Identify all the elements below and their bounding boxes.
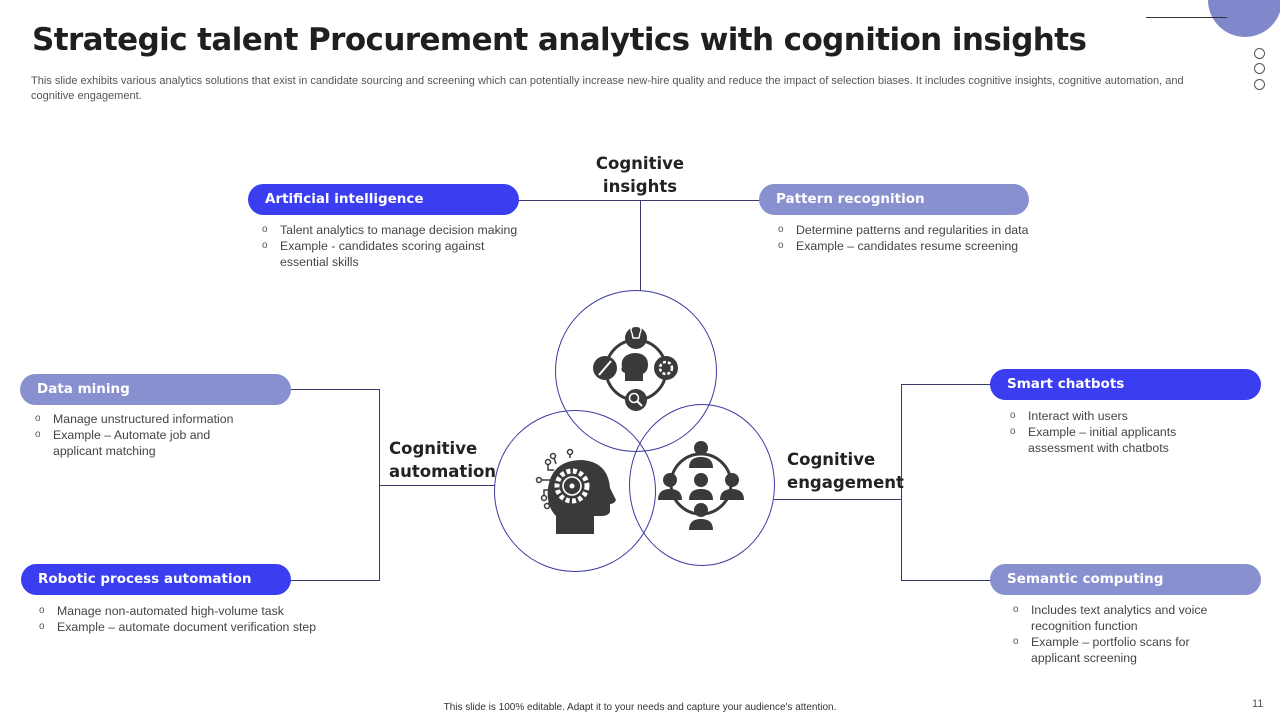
decorative-dot bbox=[1254, 63, 1265, 74]
pill-smart-chatbots[interactable]: Smart chatbots bbox=[990, 369, 1261, 400]
decorative-line bbox=[1146, 17, 1227, 18]
connector-line bbox=[640, 200, 641, 291]
brain-network-icon bbox=[593, 325, 678, 411]
bullet-item: Determine patterns and regularities in d… bbox=[778, 222, 1068, 238]
slide-subtitle: This slide exhibits various analytics so… bbox=[31, 75, 1184, 102]
decorative-dot bbox=[1254, 48, 1265, 59]
connector-line bbox=[901, 580, 993, 581]
category-label-insights: Cognitive insights bbox=[590, 152, 690, 198]
pill-semantic-computing[interactable]: Semantic computing bbox=[990, 564, 1261, 595]
bullets-pattern-recognition: Determine patterns and regularities in d… bbox=[778, 222, 1068, 254]
decorative-circle bbox=[1208, 0, 1280, 37]
bullets-semantic-computing: Includes text analytics and voice recogn… bbox=[1013, 602, 1233, 666]
category-label-line: Cognitive bbox=[595, 154, 685, 173]
slide-footer: This slide is 100% editable. Adapt it to… bbox=[443, 702, 837, 713]
bullet-item: Manage unstructured information bbox=[35, 411, 265, 427]
bullet-item: Example – initial applicants assessment … bbox=[1010, 424, 1203, 456]
pill-data-mining[interactable]: Data mining bbox=[20, 374, 291, 405]
decorative-dot bbox=[1254, 79, 1265, 90]
connector-line bbox=[290, 580, 380, 581]
category-label-automation: Cognitive automation bbox=[389, 437, 496, 483]
connector-line bbox=[901, 384, 902, 581]
slide-title: Strategic talent Procurement analytics w… bbox=[32, 22, 1087, 58]
bullets-artificial-intelligence: Talent analytics to manage decision maki… bbox=[262, 222, 542, 270]
category-label-line: engagement bbox=[787, 473, 904, 492]
connector-line bbox=[774, 499, 902, 500]
bullet-item: Example – automate document verification… bbox=[39, 619, 359, 635]
category-label-line: Cognitive bbox=[389, 439, 478, 458]
pill-robotic-process-automation[interactable]: Robotic process automation bbox=[21, 564, 291, 595]
bullet-item: Includes text analytics and voice recogn… bbox=[1013, 602, 1231, 634]
category-label-line: Cognitive bbox=[787, 450, 876, 469]
bullet-item: Example – Automate job and applicant mat… bbox=[35, 427, 233, 459]
category-label-line: insights bbox=[602, 177, 678, 196]
people-network-icon bbox=[658, 441, 744, 530]
bullet-item: Example – portfolio scans for applicant … bbox=[1013, 634, 1211, 666]
bullets-smart-chatbots: Interact with users Example – initial ap… bbox=[1010, 408, 1210, 456]
category-label-engagement: Cognitive engagement bbox=[787, 448, 904, 494]
connector-line bbox=[379, 485, 495, 486]
connector-line bbox=[901, 384, 993, 385]
category-label-line: automation bbox=[389, 462, 497, 481]
bullets-data-mining: Manage unstructured information Example … bbox=[35, 411, 265, 459]
pill-pattern-recognition[interactable]: Pattern recognition bbox=[759, 184, 1029, 215]
head-gear-circuit-icon bbox=[535, 448, 616, 534]
pill-artificial-intelligence[interactable]: Artificial intelligence bbox=[248, 184, 519, 215]
bullet-item: Manage non-automated high-volume task bbox=[39, 603, 359, 619]
bullet-item: Interact with users bbox=[1010, 408, 1210, 424]
page-number: 11 bbox=[1252, 698, 1264, 710]
connector-line bbox=[518, 200, 760, 201]
automation-circle bbox=[494, 410, 656, 572]
connector-line bbox=[290, 389, 380, 390]
bullet-item: Example – candidates resume screening bbox=[778, 238, 1068, 254]
bullet-item: Example - candidates scoring against ess… bbox=[262, 238, 520, 270]
bullet-item: Talent analytics to manage decision maki… bbox=[262, 222, 542, 238]
bullets-robotic-process-automation: Manage non-automated high-volume task Ex… bbox=[39, 603, 359, 635]
